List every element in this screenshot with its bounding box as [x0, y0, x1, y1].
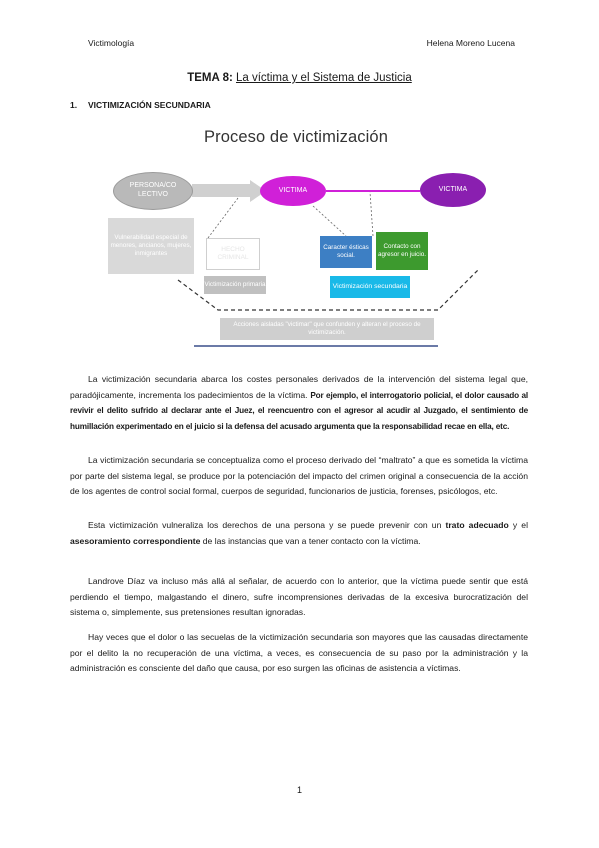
paragraph-2: La victimización secundaria se conceptua…	[70, 455, 528, 496]
paragraph-3-text-a: Esta victimización vulneraliza los derec…	[88, 520, 442, 530]
node-contacto-agresor: Contacto con agresor en juicio.	[376, 232, 428, 270]
diagram-connectors	[177, 191, 479, 347]
connector-victima-victima	[326, 190, 420, 192]
section-label: VICTIMIZACIÓN SECUNDARIA	[88, 100, 211, 110]
paragraph-3-bold-1: trato adecuado	[445, 520, 509, 530]
node-caracteristicas: Caracter ésticas social.	[320, 236, 372, 268]
paragraph-3: Esta victimización vulneraliza los derec…	[70, 518, 528, 549]
paragraph-3-bold-2: asesoramiento correspondiente	[70, 535, 201, 546]
node-persona: PERSONA/CO LECTIVO	[113, 172, 193, 210]
arrow-shaft	[192, 184, 252, 197]
paragraph-4: Landrove Díaz va incluso más allá al señ…	[70, 576, 528, 617]
paragraph-5: Hay veces que el dolor o las secuelas de…	[70, 632, 528, 673]
title-prefix: TEMA 8:	[187, 72, 233, 84]
paragraph-1-example: Por ejemplo, el interrogatorio policial,…	[70, 390, 529, 431]
diagram-title: Proceso de victimización	[204, 128, 388, 146]
node-vulnerabilidad: Vulnerabilidad especial de menores, anci…	[108, 218, 194, 274]
node-victima-secondary: VICTIMA	[420, 173, 486, 207]
document-title: TEMA 8: La víctima y el Sistema de Justi…	[0, 72, 599, 84]
connector-line-contacto	[369, 191, 374, 237]
paragraph-1-text: La victimización secundaria abarca los c…	[70, 374, 528, 400]
bracket-line	[177, 269, 479, 311]
header-author: Helena Moreno Lucena	[426, 38, 515, 48]
paragraph-3-text-c: y el	[512, 520, 528, 530]
header-subject: Victimología	[88, 38, 135, 48]
paragraph-3-text-d: de las instancias que van a tener contac…	[202, 535, 421, 546]
node-hecho-criminal: HECHO CRIMINAL	[206, 238, 260, 270]
section-number: 1.	[70, 100, 78, 110]
node-acciones-aisladas: Acciones aisladas "victimar" que confund…	[220, 318, 434, 340]
connector-victima-caract	[312, 205, 347, 237]
title-text: La víctima y el Sistema de Justicia	[236, 72, 412, 84]
paragraph-1: La victimización secundaria abarca los c…	[70, 372, 528, 434]
victimization-diagram: Proceso de victimización PERSONA/CO LECT…	[108, 120, 488, 350]
node-victimizacion-secundaria: Victimización secundaria	[330, 276, 410, 298]
section-heading: 1. VICTIMIZACIÓN SECUNDARIA	[70, 100, 211, 110]
node-victima-primary: VICTIMA	[260, 176, 326, 206]
node-victimizacion-primaria: Victimización primaria	[204, 276, 266, 294]
page-number: 1	[296, 785, 302, 795]
connector-persona-hecho	[207, 197, 239, 239]
